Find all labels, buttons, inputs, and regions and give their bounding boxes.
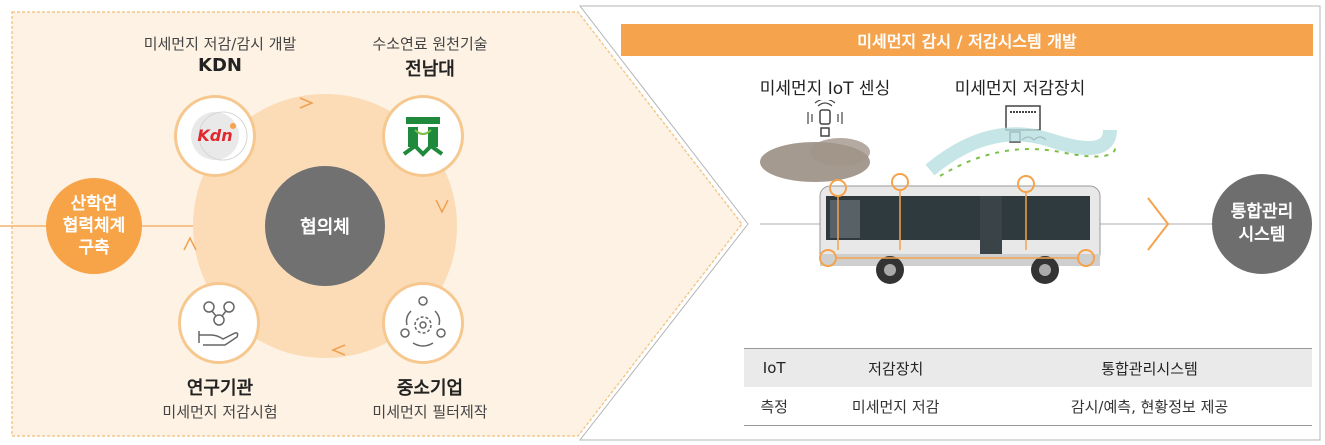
kdn-name: KDN — [198, 55, 242, 76]
table-cell: 미세먼지 저감 — [804, 387, 988, 426]
jnu-node — [382, 95, 464, 177]
function-table: IoT 저감장치 통합관리시스템 측정 미세먼지 저감 감시/예측, 현황정보 … — [744, 348, 1312, 426]
cycle-arrow — [299, 97, 314, 109]
integrated-line-2: 시스템 — [1238, 225, 1286, 245]
cooperation-disc: 산학연 협력체계 구축 — [46, 178, 142, 274]
research-name: 연구기관 — [186, 378, 254, 399]
cycle-arrow — [331, 344, 346, 356]
clean-air-wave — [925, 127, 1117, 176]
cycle-arrow — [435, 199, 449, 214]
integrated-line-1: 통합관리 — [1230, 202, 1294, 222]
kdn-logo-text: Kdn — [197, 126, 233, 145]
cooperation-line-2: 협력체계 — [62, 216, 126, 236]
iot-sensing-label: 미세먼지 IoT 센싱 — [759, 79, 891, 99]
table-cell: 감시/예측, 현황정보 제공 — [987, 387, 1312, 426]
table-header-cell: 저감장치 — [804, 348, 988, 387]
table-header-cell: IoT — [744, 348, 805, 387]
kdn-description: 미세먼지 저감/감시 개발 — [143, 35, 297, 53]
research-node — [178, 282, 260, 364]
jnu-name: 전남대 — [405, 59, 455, 80]
gear-team-icon — [400, 296, 446, 347]
kdn-node: Kdn — [174, 95, 256, 177]
cooperation-line-1: 산학연 — [70, 194, 118, 214]
table-row: 측정 미세먼지 저감 감시/예측, 현황정보 제공 — [744, 387, 1312, 426]
iot-sensor-icon — [807, 100, 843, 137]
cooperation-line-3: 구축 — [78, 238, 110, 258]
table-cell: 측정 — [744, 387, 805, 426]
sme-node — [382, 282, 464, 364]
council-center: 협의체 — [265, 166, 385, 286]
sme-description: 미세먼지 필터제작 — [372, 403, 488, 421]
reducer-label: 미세먼지 저감장치 — [954, 79, 1086, 99]
sme-name: 중소기업 — [396, 378, 464, 399]
kdn-logo — [191, 111, 248, 161]
research-description: 미세먼지 저감시험 — [162, 403, 278, 421]
system-banner: 미세먼지 감시 / 저감시스템 개발 — [621, 24, 1313, 56]
bus-illustration — [760, 100, 1117, 284]
jnu-description: 수소연료 원천기술 — [372, 35, 488, 53]
table-header-row: IoT 저감장치 통합관리시스템 — [744, 348, 1312, 387]
flow-chevron — [1147, 197, 1170, 251]
integrated-system-disc: 통합관리 시스템 — [1212, 174, 1312, 274]
table-header-cell: 통합관리시스템 — [987, 348, 1312, 387]
molecule-hand-icon — [198, 301, 239, 346]
jnu-emblem-icon — [402, 117, 444, 157]
cycle-arrow — [183, 236, 197, 251]
